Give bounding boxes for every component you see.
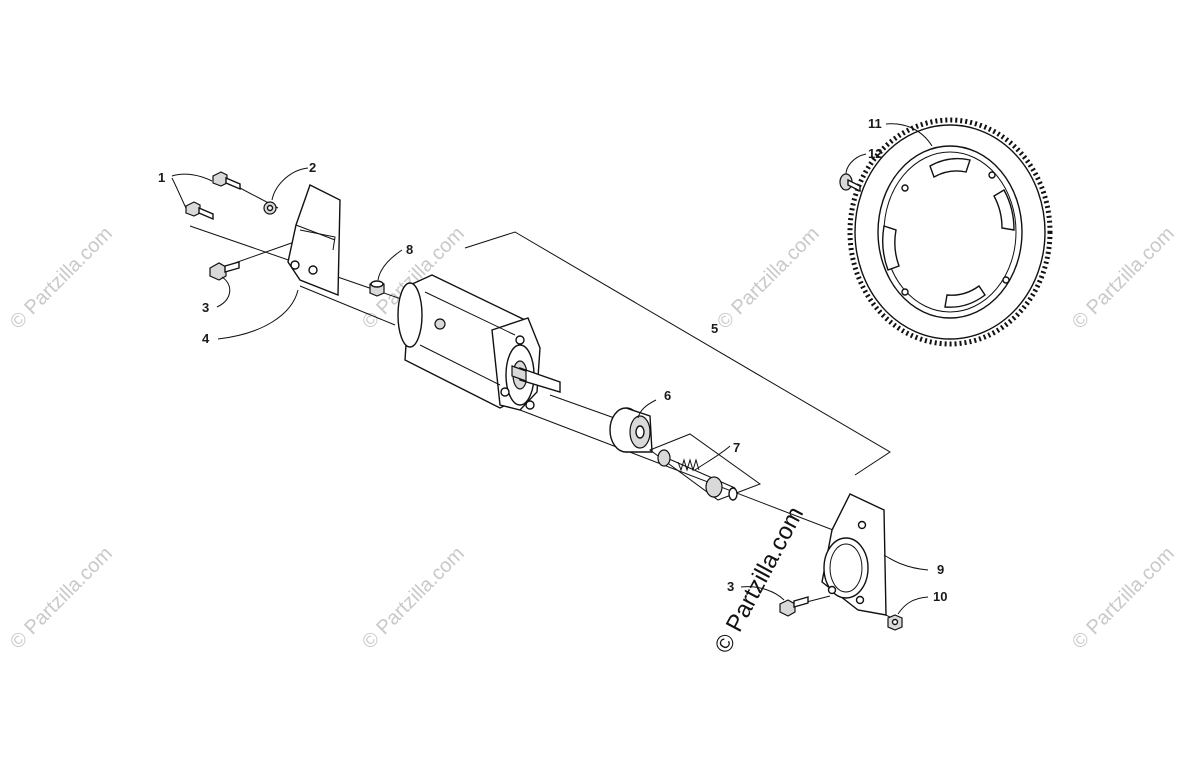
callout-7: 7 bbox=[733, 440, 740, 455]
bolt-part-3-right[interactable] bbox=[779, 596, 809, 617]
callout-12: 12 bbox=[868, 146, 882, 161]
center-watermark: © Partzilla.com bbox=[709, 502, 809, 657]
watermark-tile: © Partzilla.com bbox=[1068, 543, 1179, 654]
screw-part-12[interactable] bbox=[839, 173, 861, 193]
watermark-tile: © Partzilla.com bbox=[6, 543, 117, 654]
callout-6: 6 bbox=[664, 388, 671, 403]
callout-2: 2 bbox=[309, 160, 316, 175]
callout-3-right: 3 bbox=[727, 579, 734, 594]
watermark-tile: © Partzilla.com bbox=[713, 223, 824, 334]
callout-5: 5 bbox=[711, 321, 718, 336]
spring-kit-part-7[interactable] bbox=[648, 433, 762, 501]
callout-10: 10 bbox=[933, 589, 947, 604]
callout-8: 8 bbox=[406, 242, 413, 257]
lock-washer-part-2[interactable] bbox=[263, 201, 277, 215]
watermark-tile: © Partzilla.com bbox=[358, 543, 469, 654]
callout-3-left: 3 bbox=[202, 300, 209, 315]
leader-lines bbox=[171, 123, 933, 615]
bracket-part-9[interactable] bbox=[821, 493, 887, 616]
callout-9: 9 bbox=[937, 562, 944, 577]
callout-11: 11 bbox=[868, 116, 882, 131]
bracket-part-4[interactable] bbox=[287, 184, 341, 297]
assembly-bracket-line bbox=[464, 231, 891, 476]
bolt-part-1[interactable] bbox=[185, 171, 241, 221]
pinion-gear-part-6[interactable] bbox=[609, 407, 653, 453]
nut-part-10[interactable] bbox=[887, 614, 903, 631]
ring-gear-part-11[interactable] bbox=[847, 117, 1053, 347]
watermark-tile: © Partzilla.com bbox=[6, 223, 117, 334]
watermark-tile: © Partzilla.com bbox=[1068, 223, 1179, 334]
callout-4: 4 bbox=[202, 331, 210, 346]
nut-part-8[interactable] bbox=[369, 280, 385, 297]
bolt-part-3-left[interactable] bbox=[209, 261, 240, 281]
callout-labels: 1 2 3 4 5 6 7 8 9 10 11 12 3 bbox=[158, 116, 947, 604]
callout-1: 1 bbox=[158, 170, 165, 185]
starter-motor-part-5[interactable] bbox=[397, 274, 561, 411]
